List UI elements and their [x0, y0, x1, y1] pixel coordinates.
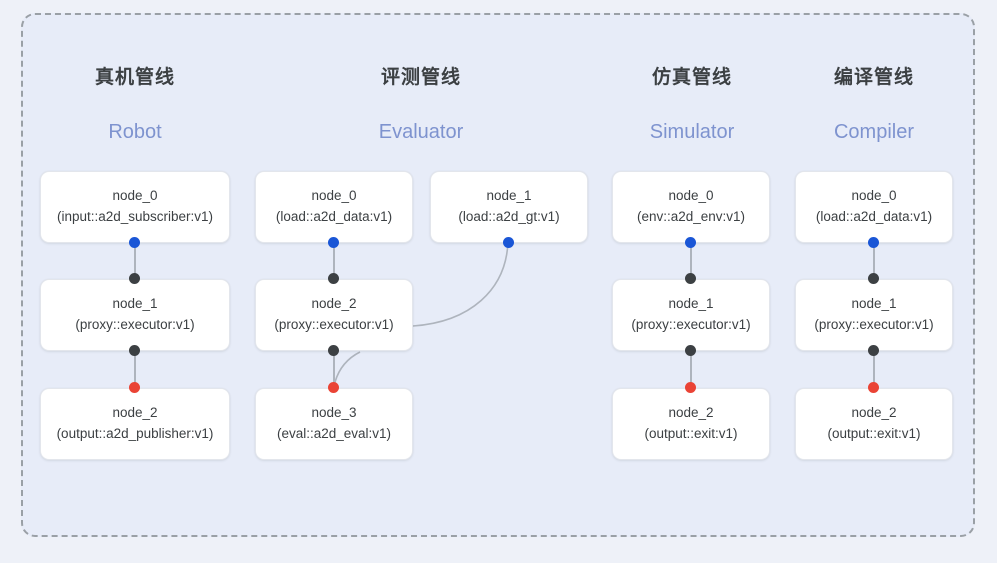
port-input-red-simulator-2[interactable]: [685, 382, 696, 393]
node-id: node_0: [112, 188, 158, 204]
node-id: node_2: [112, 405, 158, 421]
node-type: (load::a2d_gt:v1): [458, 209, 560, 224]
node-card-evaluator-0[interactable]: node_0 (load::a2d_data:v1): [255, 171, 413, 243]
edge-simulator-0-1: [690, 242, 692, 279]
edge-robot-0-1: [134, 242, 136, 279]
node-card-evaluator-3[interactable]: node_3 (eval::a2d_eval:v1): [255, 388, 413, 460]
port-output-blue-robot-0[interactable]: [129, 237, 140, 248]
port-input-red-compiler-2[interactable]: [868, 382, 879, 393]
node-type: (output::a2d_publisher:v1): [56, 426, 214, 441]
port-input-dark-simulator-1[interactable]: [685, 273, 696, 284]
node-card-compiler-1[interactable]: node_1 (proxy::executor:v1): [795, 279, 953, 351]
edge-evaluator-2-3: [333, 350, 335, 388]
node-id: node_3: [311, 405, 357, 421]
port-output-blue-compiler-0[interactable]: [868, 237, 879, 248]
node-type: (proxy::executor:v1): [75, 317, 195, 332]
port-output-dark-simulator-1[interactable]: [685, 345, 696, 356]
port-output-blue-simulator-0[interactable]: [685, 237, 696, 248]
node-card-robot-2[interactable]: node_2 (output::a2d_publisher:v1): [40, 388, 230, 460]
port-input-red-robot-2[interactable]: [129, 382, 140, 393]
port-output-blue-evaluator-0[interactable]: [328, 237, 339, 248]
port-input-dark-robot-1[interactable]: [129, 273, 140, 284]
node-id: node_1: [668, 296, 714, 312]
node-id: node_2: [851, 405, 897, 421]
node-type: (output::exit:v1): [827, 426, 921, 441]
node-type: (proxy::executor:v1): [274, 317, 394, 332]
node-card-robot-0[interactable]: node_0 (input::a2d_subscriber:v1): [40, 171, 230, 243]
node-type: (proxy::executor:v1): [631, 317, 751, 332]
node-id: node_0: [668, 188, 714, 204]
node-type: (proxy::executor:v1): [814, 317, 934, 332]
node-card-simulator-1[interactable]: node_1 (proxy::executor:v1): [612, 279, 770, 351]
edge-simulator-1-2: [690, 350, 692, 388]
port-input-red-evaluator-3[interactable]: [328, 382, 339, 393]
node-id: node_0: [851, 188, 897, 204]
port-output-dark-evaluator-2[interactable]: [328, 345, 339, 356]
node-card-evaluator-2[interactable]: node_2 (proxy::executor:v1): [255, 279, 413, 351]
edge-compiler-1-2: [873, 350, 875, 388]
node-id: node_1: [851, 296, 897, 312]
node-id: node_1: [112, 296, 158, 312]
port-output-blue-evaluator-1[interactable]: [503, 237, 514, 248]
node-id: node_2: [311, 296, 357, 312]
node-type: (env::a2d_env:v1): [636, 209, 746, 224]
edge-robot-1-2: [134, 350, 136, 388]
node-id: node_2: [668, 405, 714, 421]
edge-compiler-0-1: [873, 242, 875, 279]
node-card-compiler-0[interactable]: node_0 (load::a2d_data:v1): [795, 171, 953, 243]
node-card-robot-1[interactable]: node_1 (proxy::executor:v1): [40, 279, 230, 351]
port-input-dark-evaluator-2[interactable]: [328, 273, 339, 284]
node-card-evaluator-1[interactable]: node_1 (load::a2d_gt:v1): [430, 171, 588, 243]
node-type: (output::exit:v1): [644, 426, 738, 441]
node-id: node_1: [486, 188, 532, 204]
node-type: (load::a2d_data:v1): [275, 209, 393, 224]
node-type: (input::a2d_subscriber:v1): [56, 209, 214, 224]
port-output-dark-compiler-1[interactable]: [868, 345, 879, 356]
node-type: (load::a2d_data:v1): [815, 209, 933, 224]
node-card-simulator-2[interactable]: node_2 (output::exit:v1): [612, 388, 770, 460]
node-card-simulator-0[interactable]: node_0 (env::a2d_env:v1): [612, 171, 770, 243]
port-output-dark-robot-1[interactable]: [129, 345, 140, 356]
node-id: node_0: [311, 188, 357, 204]
edge-evaluator-0-2: [333, 242, 335, 279]
node-type: (eval::a2d_eval:v1): [276, 426, 392, 441]
node-card-compiler-2[interactable]: node_2 (output::exit:v1): [795, 388, 953, 460]
port-input-dark-compiler-1[interactable]: [868, 273, 879, 284]
